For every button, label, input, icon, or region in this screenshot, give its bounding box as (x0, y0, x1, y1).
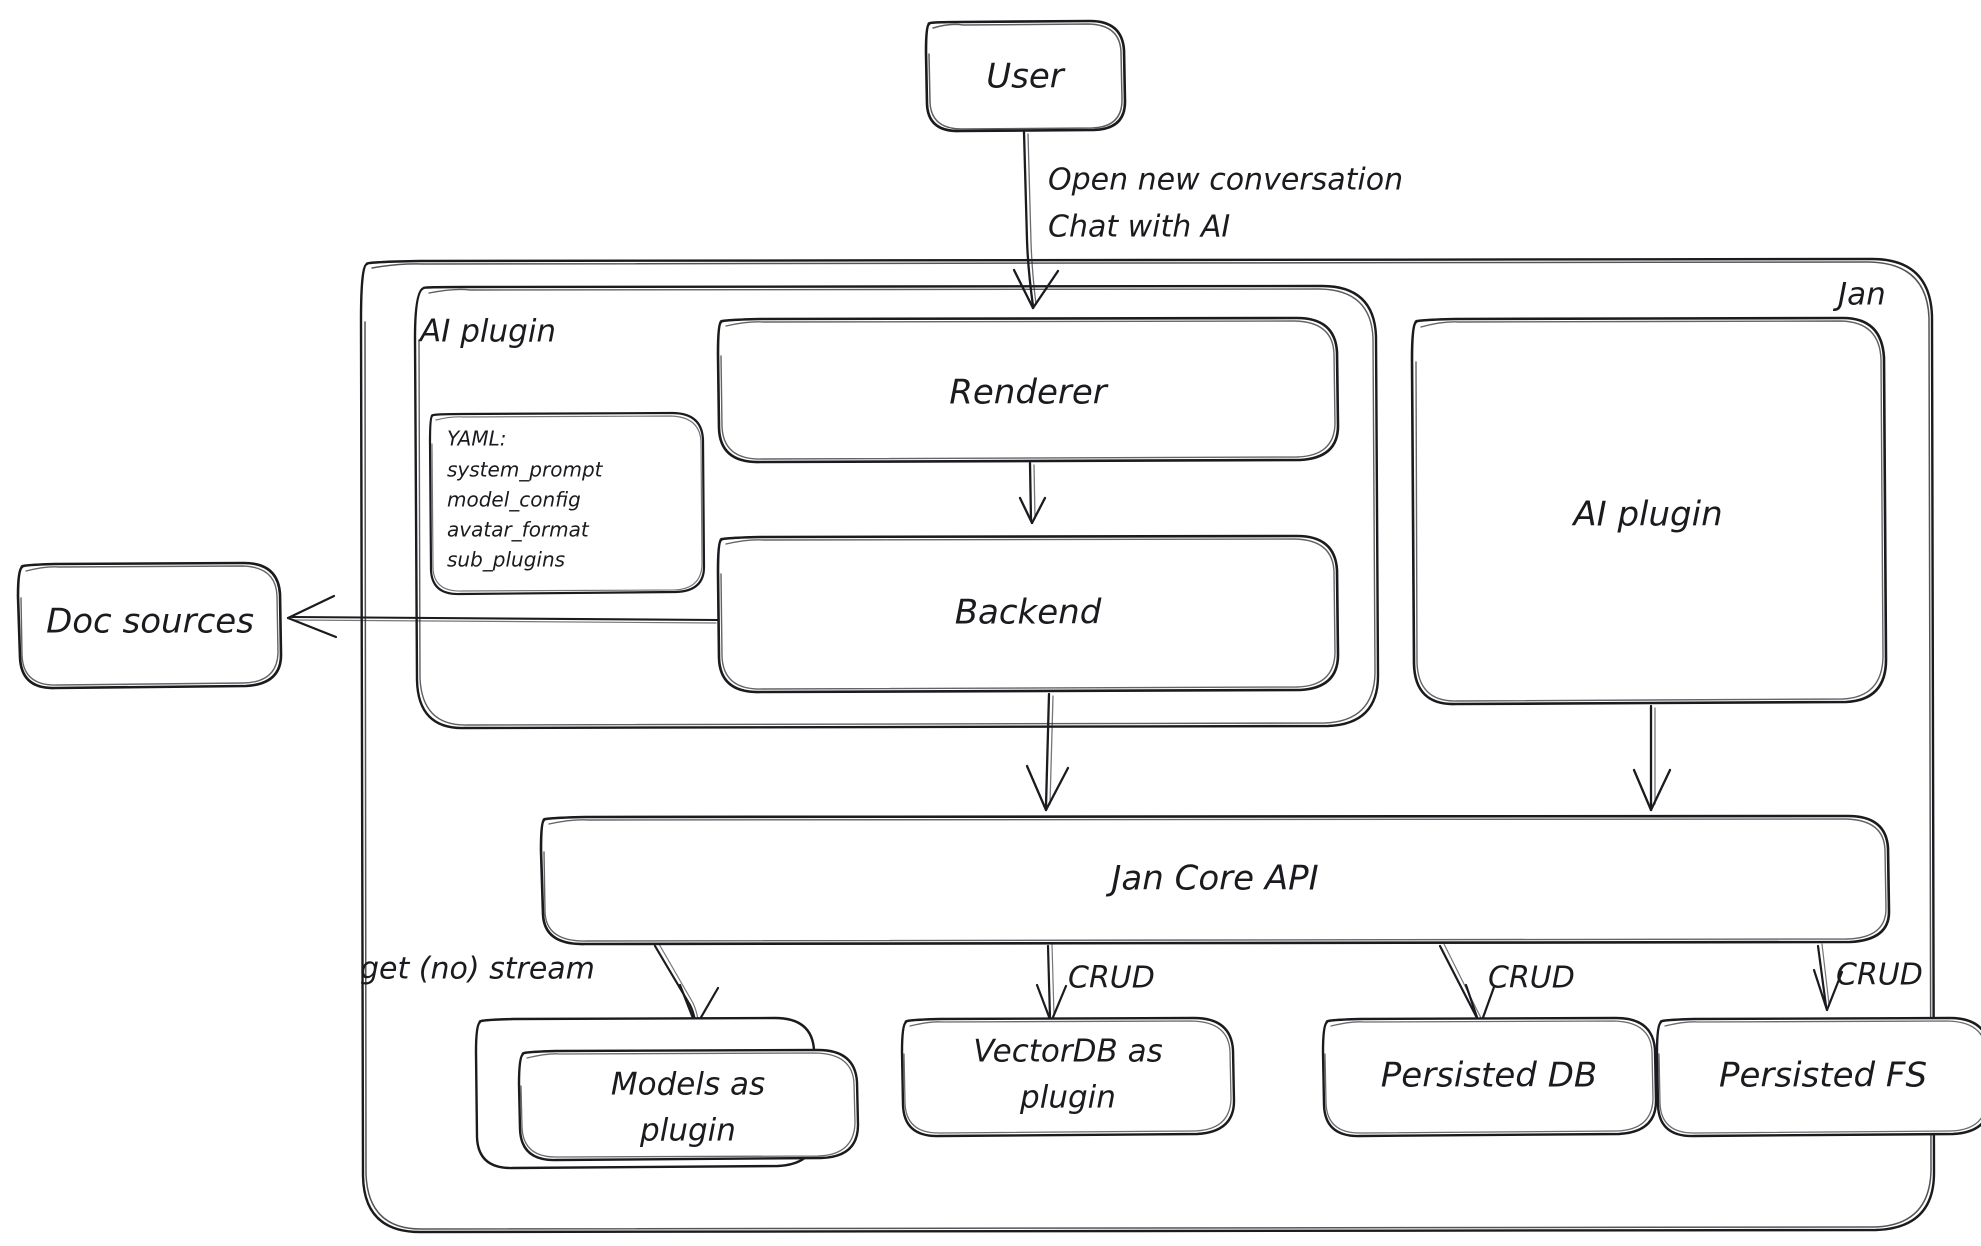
node-backend-label: Backend (955, 593, 1102, 633)
edge-core-to-persisted-db-label: CRUD (1488, 961, 1575, 996)
node-vectordb-plugin-label-line1: VectorDB as (973, 1034, 1163, 1070)
node-vectordb-plugin-label-line2: plugin (1019, 1080, 1116, 1116)
edge-core-to-vectordb-label: CRUD (1068, 961, 1155, 996)
node-yaml-note: YAML: system_prompt model_config avatar_… (428, 411, 706, 596)
node-doc-sources[interactable]: Doc sources (16, 561, 283, 690)
node-ai-plugin[interactable]: AI plugin (1410, 316, 1888, 706)
edge-user-to-renderer-label-line1: Open new conversation (1048, 163, 1403, 198)
node-persisted-fs-label: Persisted FS (1719, 1056, 1927, 1096)
node-jan-core-api-label: Jan Core API (1105, 859, 1318, 899)
node-doc-sources-label: Doc sources (46, 602, 254, 642)
node-persisted-db-label: Persisted DB (1381, 1056, 1597, 1096)
node-renderer[interactable]: Renderer (716, 316, 1340, 464)
edge-backend-to-doc-sources (286, 594, 720, 639)
node-user-label: User (986, 57, 1066, 97)
node-jan-core-api[interactable]: Jan Core API (539, 814, 1891, 946)
node-models-plugin-label-line1: Models as (611, 1067, 765, 1103)
container-jan-label: Jan (1832, 277, 1886, 313)
node-ai-plugin-label: AI plugin (1571, 495, 1722, 535)
node-vectordb-plugin[interactable]: VectorDB as plugin (900, 1016, 1236, 1138)
node-backend[interactable]: Backend (716, 534, 1340, 694)
edge-aiplugin-to-core (1632, 704, 1672, 812)
yaml-note-line-3: avatar_format (447, 518, 590, 542)
edge-renderer-to-backend (1018, 461, 1047, 525)
yaml-note-line-2: model_config (447, 488, 581, 512)
edge-core-to-persisted-fs (1812, 943, 1844, 1012)
node-renderer-label: Renderer (949, 373, 1108, 413)
node-persisted-db[interactable]: Persisted DB (1321, 1016, 1658, 1138)
node-persisted-fs[interactable]: Persisted FS (1655, 1016, 1981, 1138)
edge-core-to-persisted-fs-label: CRUD (1836, 958, 1923, 993)
node-models-plugin-label-line2: plugin (639, 1113, 736, 1149)
yaml-note-line-1: system_prompt (447, 458, 604, 482)
edge-user-to-renderer (1012, 130, 1060, 310)
edge-backend-to-core (1025, 692, 1070, 812)
yaml-note-line-4: sub_plugins (447, 548, 565, 572)
node-models-plugin[interactable]: Models as plugin (474, 1016, 860, 1170)
edge-core-to-vectordb (1035, 943, 1068, 1024)
node-user[interactable]: User (924, 19, 1127, 133)
edge-core-to-models-label: get (no) stream (360, 952, 595, 987)
container-ai-plugin-group-label: AI plugin (418, 314, 556, 350)
edge-user-to-renderer-label-line2: Chat with AI (1048, 210, 1230, 245)
yaml-note-heading: YAML: (447, 427, 506, 451)
